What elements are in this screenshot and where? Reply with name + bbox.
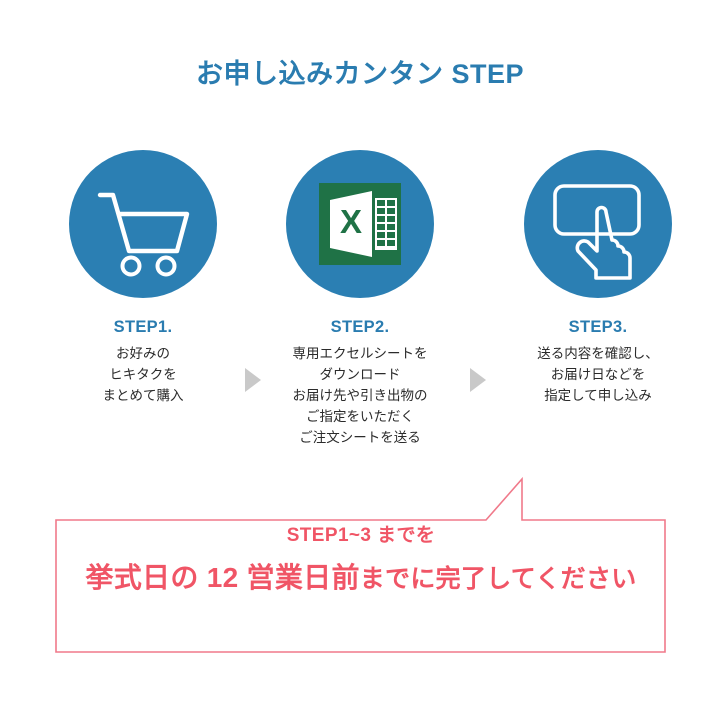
callout-line-2: 挙式日の 12 営業日前までに完了してください: [56, 556, 666, 596]
callout-deadline-rest: までに完了してください: [359, 565, 637, 593]
step-2-line-3: お届け先や引き出物の: [292, 387, 428, 403]
step2-to-step3-arrow: [470, 368, 486, 392]
step-3: STEP3. 送る内容を確認し、 お届け日などを 指定して申し込み: [488, 150, 708, 407]
step-2-description: 専用エクセルシートを ダウンロード お届け先や引き出物の ご指定をいただく ご注…: [250, 344, 470, 449]
step-1-line-1: お好みの: [116, 346, 170, 361]
step-2-icon-circle: X: [286, 150, 434, 298]
step-2-line-2: ダウンロード: [319, 366, 401, 382]
step-2-line-4: ご指定をいただく: [306, 408, 414, 424]
step-1-line-2: ヒキタクを: [109, 366, 177, 382]
step-1: STEP1. お好みの ヒキタクを まとめて購入: [33, 150, 253, 407]
hand-tap-button-icon: [553, 184, 641, 280]
step-2: X: [250, 150, 470, 449]
callout-deadline-emphasis: 挙式日の 12 営業日前: [85, 562, 360, 593]
callout-balloon-shape: [55, 476, 666, 653]
step-3-line-3: 指定して申し込み: [544, 387, 652, 403]
step-1-icon-circle: [69, 150, 217, 298]
step-3-description: 送る内容を確認し、 お届け日などを 指定して申し込み: [488, 344, 708, 407]
steps-row: STEP1. お好みの ヒキタクを まとめて購入 X: [0, 150, 720, 480]
deadline-callout: STEP1~3 までを 挙式日の 12 営業日前までに完了してください: [0, 460, 720, 670]
step-1-label: STEP1.: [113, 318, 173, 336]
step-3-line-1: 送る内容を確認し、: [537, 346, 659, 361]
step-3-label: STEP3.: [568, 318, 628, 336]
callout-text-block: STEP1~3 までを 挙式日の 12 営業日前までに完了してください: [56, 520, 666, 596]
step1-to-step2-arrow: [245, 368, 261, 392]
shopping-cart-icon: [97, 192, 190, 277]
excel-spreadsheet-icon: X: [319, 183, 401, 265]
step-2-label: STEP2.: [330, 318, 390, 336]
step-1-description: お好みの ヒキタクを まとめて購入: [33, 344, 253, 407]
step-1-line-3: まとめて購入: [102, 387, 184, 403]
step-3-line-2: お届け日などを: [550, 366, 646, 382]
step-2-line-5: ご注文シートを送る: [299, 429, 421, 445]
step-3-icon-circle: [524, 150, 672, 298]
callout-line-1: STEP1~3 までを: [286, 525, 436, 546]
step-2-line-1: 専用エクセルシートを: [292, 346, 428, 361]
svg-text:X: X: [340, 203, 362, 240]
page-title: お申し込みカンタン STEP: [195, 59, 525, 89]
